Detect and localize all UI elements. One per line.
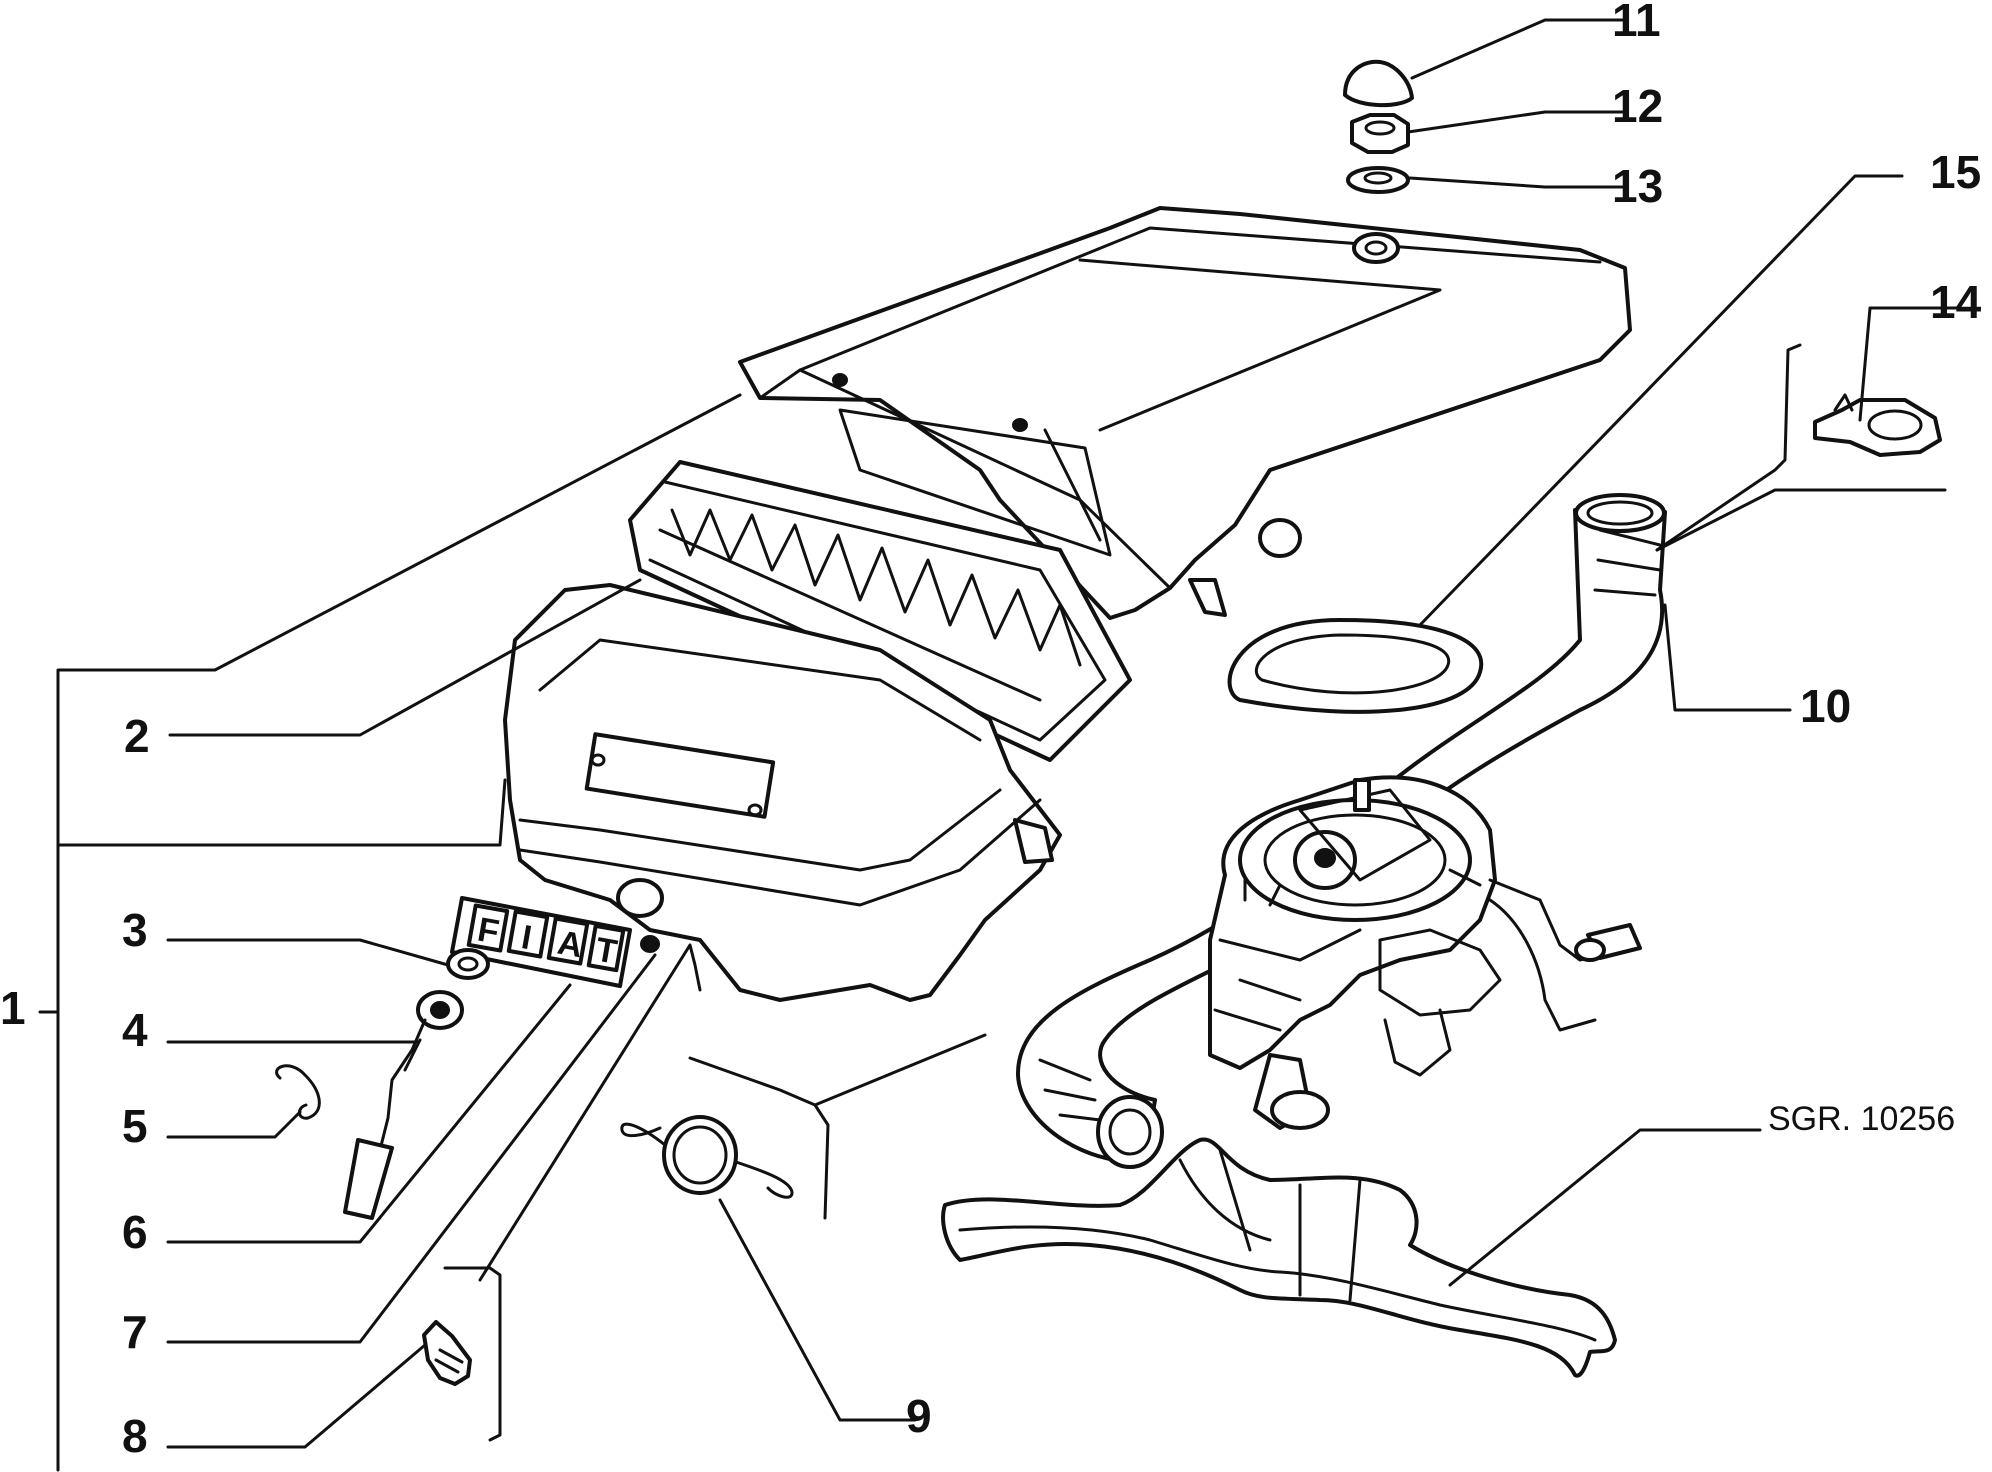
- drawing-reference: SGR. 10256: [1768, 1100, 1955, 1138]
- filter-housing-cover: [738, 206, 1632, 620]
- callout-14: 14: [1930, 276, 1982, 328]
- washer-3: [446, 948, 490, 980]
- callout-9: 9: [906, 1390, 932, 1442]
- callout-10: 10: [1800, 680, 1851, 732]
- callout-15: 15: [1930, 146, 1981, 198]
- clip-5: [275, 1064, 321, 1120]
- callout-5: 5: [122, 1100, 148, 1152]
- callout-6: 6: [122, 1206, 148, 1258]
- filter-element: [628, 460, 1132, 762]
- callout-7: 7: [122, 1306, 148, 1358]
- callout-13: 13: [1612, 160, 1663, 212]
- callout-8: 8: [122, 1410, 148, 1462]
- sealing-ring-15: [1227, 618, 1484, 714]
- callout-1: 1: [0, 982, 26, 1034]
- plug-8: [422, 1320, 472, 1386]
- carburettor: [1208, 775, 1642, 1130]
- nut-12: [1350, 113, 1410, 154]
- leader-lines: [38, 18, 1960, 1472]
- callout-4: 4: [122, 1004, 148, 1056]
- fiat-badge: F I A T: [450, 896, 632, 988]
- washer-13: [1346, 166, 1410, 194]
- filter-housing-base: [503, 583, 1062, 1002]
- cap-11: [1343, 59, 1414, 108]
- callout-2: 2: [124, 710, 150, 762]
- air-duct: [941, 1137, 1617, 1378]
- callout-11: 11: [1612, 0, 1661, 46]
- spring-clip-9: [620, 1115, 794, 1199]
- sensor-with-lead-4: [343, 990, 464, 1220]
- callout-3: 3: [122, 904, 148, 956]
- hose-clamp-14: [1813, 393, 1942, 457]
- callout-12: 12: [1612, 80, 1663, 132]
